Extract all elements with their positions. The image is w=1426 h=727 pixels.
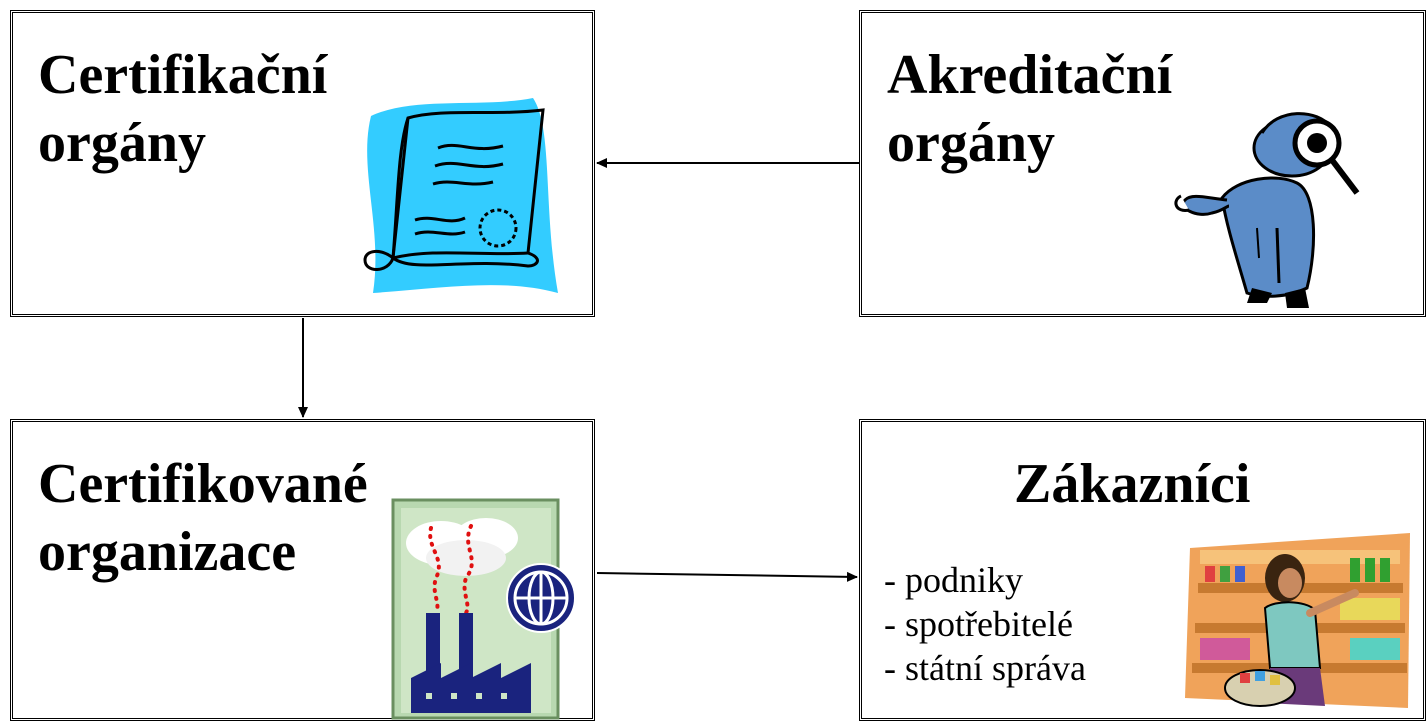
shopper-icon [1180,528,1420,723]
arrow-organizations-to-customers [596,571,858,582]
list-item: - státní správa [884,648,1086,688]
certified-organizations-title: Certifikované organizace [38,453,368,583]
certification-bodies-title: Certifikační orgány [38,44,328,174]
certificate-icon [353,88,563,303]
factory-globe-icon [391,498,591,725]
accreditation-bodies-title: Akreditační orgány [887,44,1173,174]
customers-title: Zákazníci [1014,453,1251,515]
certified-organizations-box: Certifikované organizace [10,419,595,721]
list-item: - spotřebitelé [884,604,1073,644]
accreditation-bodies-box: Akreditační orgány [859,10,1426,317]
inspector-magnifier-icon [1167,88,1412,318]
certification-bodies-box: Certifikační orgány [10,10,595,317]
customers-box: Zákazníci - podniky - spotřebitelé - stá… [859,419,1426,721]
list-item: - podniky [884,560,1023,600]
customers-list: - podniky - spotřebitelé - státní správa [884,558,1086,690]
